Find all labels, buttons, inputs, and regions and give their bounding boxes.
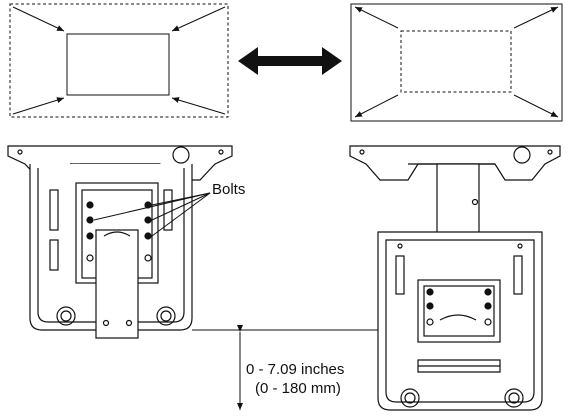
arrow-tr	[513, 6, 559, 29]
projector-mount-left	[7, 145, 233, 339]
arrow-tr	[171, 6, 226, 32]
extension-dimension	[192, 325, 378, 410]
arrow-tl	[12, 6, 65, 32]
arrow-tl	[354, 6, 399, 29]
image-shrink-diagram	[9, 3, 229, 118]
arrow-br	[513, 94, 559, 118]
bolts-label: Bolts	[212, 181, 245, 198]
range-mm-label: (0 - 180 mm)	[255, 380, 341, 397]
double-arrow-icon	[238, 47, 342, 75]
outer-solid-frame	[350, 3, 563, 122]
image-enlarge-diagram	[350, 3, 563, 122]
inner-solid-frame	[66, 33, 170, 96]
outer-dashed-frame	[9, 3, 229, 118]
projector-mount-right	[349, 145, 561, 411]
arrow-bl	[12, 97, 65, 115]
inner-dashed-frame	[400, 30, 512, 93]
arrow-bl	[354, 94, 399, 118]
range-inches-label: 0 - 7.09 inches	[246, 361, 344, 378]
arrow-br	[171, 97, 226, 115]
